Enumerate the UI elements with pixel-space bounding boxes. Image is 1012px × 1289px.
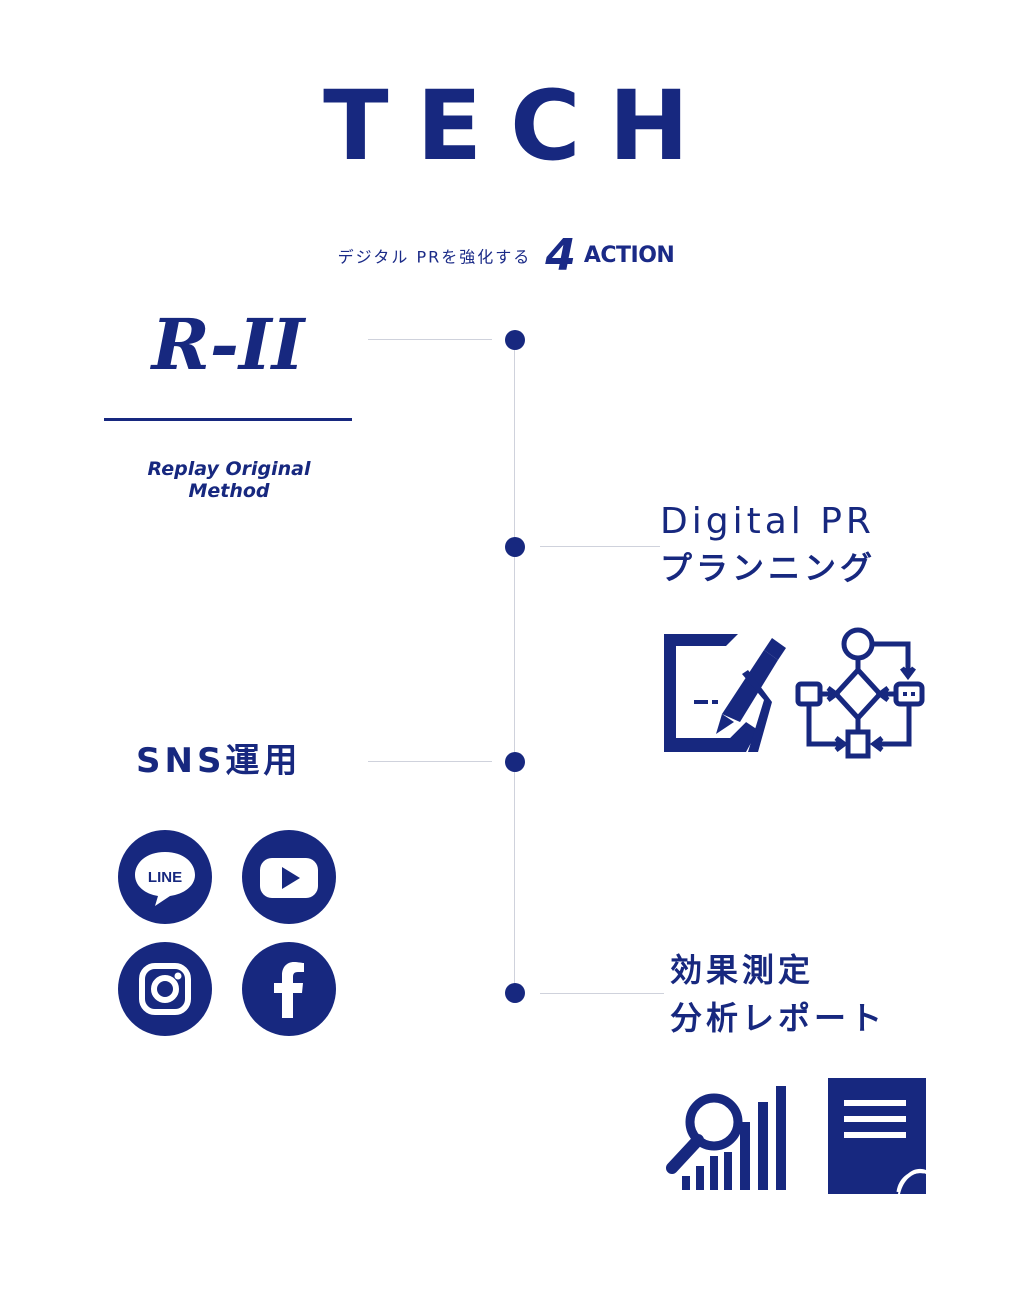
subtitle-number: 4 [545, 230, 576, 281]
analytics-title: 効果測定 [670, 951, 815, 989]
subtitle-action: ACTION [583, 243, 675, 268]
connector-digital-pr [540, 546, 660, 547]
method-caption: Replay Original Method [147, 458, 311, 502]
youtube-icon [242, 830, 336, 924]
timeline-dot-analytics [505, 983, 525, 1003]
digital-pr-subtitle: プランニング [660, 549, 877, 587]
subtitle-text: デジタル PRを強化する [337, 247, 532, 267]
subtitle: デジタル PRを強化する 4 ACTION [0, 230, 1012, 281]
line-icon: LINE [118, 830, 212, 924]
report-document-icon [826, 1076, 930, 1196]
analytics-subtitle: 分析レポート [670, 999, 887, 1037]
connector-method [368, 339, 492, 340]
timeline-dot-digital-pr [505, 537, 525, 557]
facebook-icon [242, 942, 336, 1036]
timeline-dot-method [505, 330, 525, 350]
page-title: TECH [323, 70, 717, 182]
instagram-icon [118, 942, 212, 1036]
flowchart-icon [792, 626, 928, 762]
line-icon-text: LINE [148, 869, 182, 886]
sns-title: SNS運用 [136, 741, 302, 781]
connector-analytics [540, 993, 664, 994]
method-underline [104, 418, 352, 421]
digital-pr-title: Digital PR [660, 501, 875, 542]
timeline-dot-sns [505, 752, 525, 772]
method-logo: R-II [151, 303, 305, 386]
timeline-line [514, 340, 515, 992]
connector-sns [368, 761, 492, 762]
analytics-search-icon [662, 1082, 792, 1194]
document-pen-icon [660, 630, 786, 756]
